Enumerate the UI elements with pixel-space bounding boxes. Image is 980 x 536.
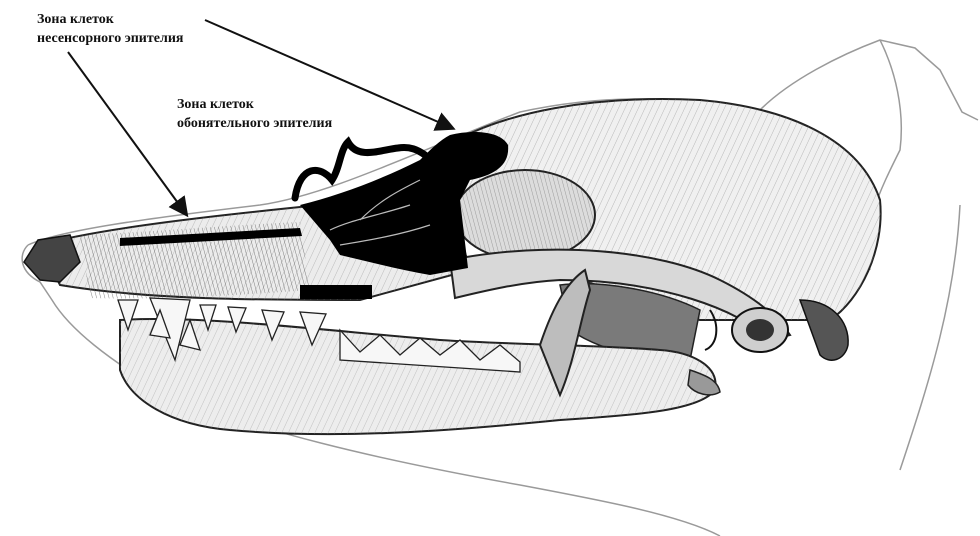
label-olfactory-line2: обонятельного эпителия	[177, 114, 332, 133]
label-nonsensory-epithelium: Зона клеток несенсорного эпителия	[37, 10, 183, 48]
label-olfactory-line1: Зона клеток	[177, 95, 332, 114]
label-nonsensory-line1: Зона клеток	[37, 10, 183, 29]
label-olfactory-epithelium: Зона клеток обонятельного эпителия	[177, 95, 332, 133]
label-nonsensory-line2: несенсорного эпителия	[37, 29, 183, 48]
neck-outline	[900, 205, 960, 470]
arrow-nonsensory	[68, 52, 186, 214]
